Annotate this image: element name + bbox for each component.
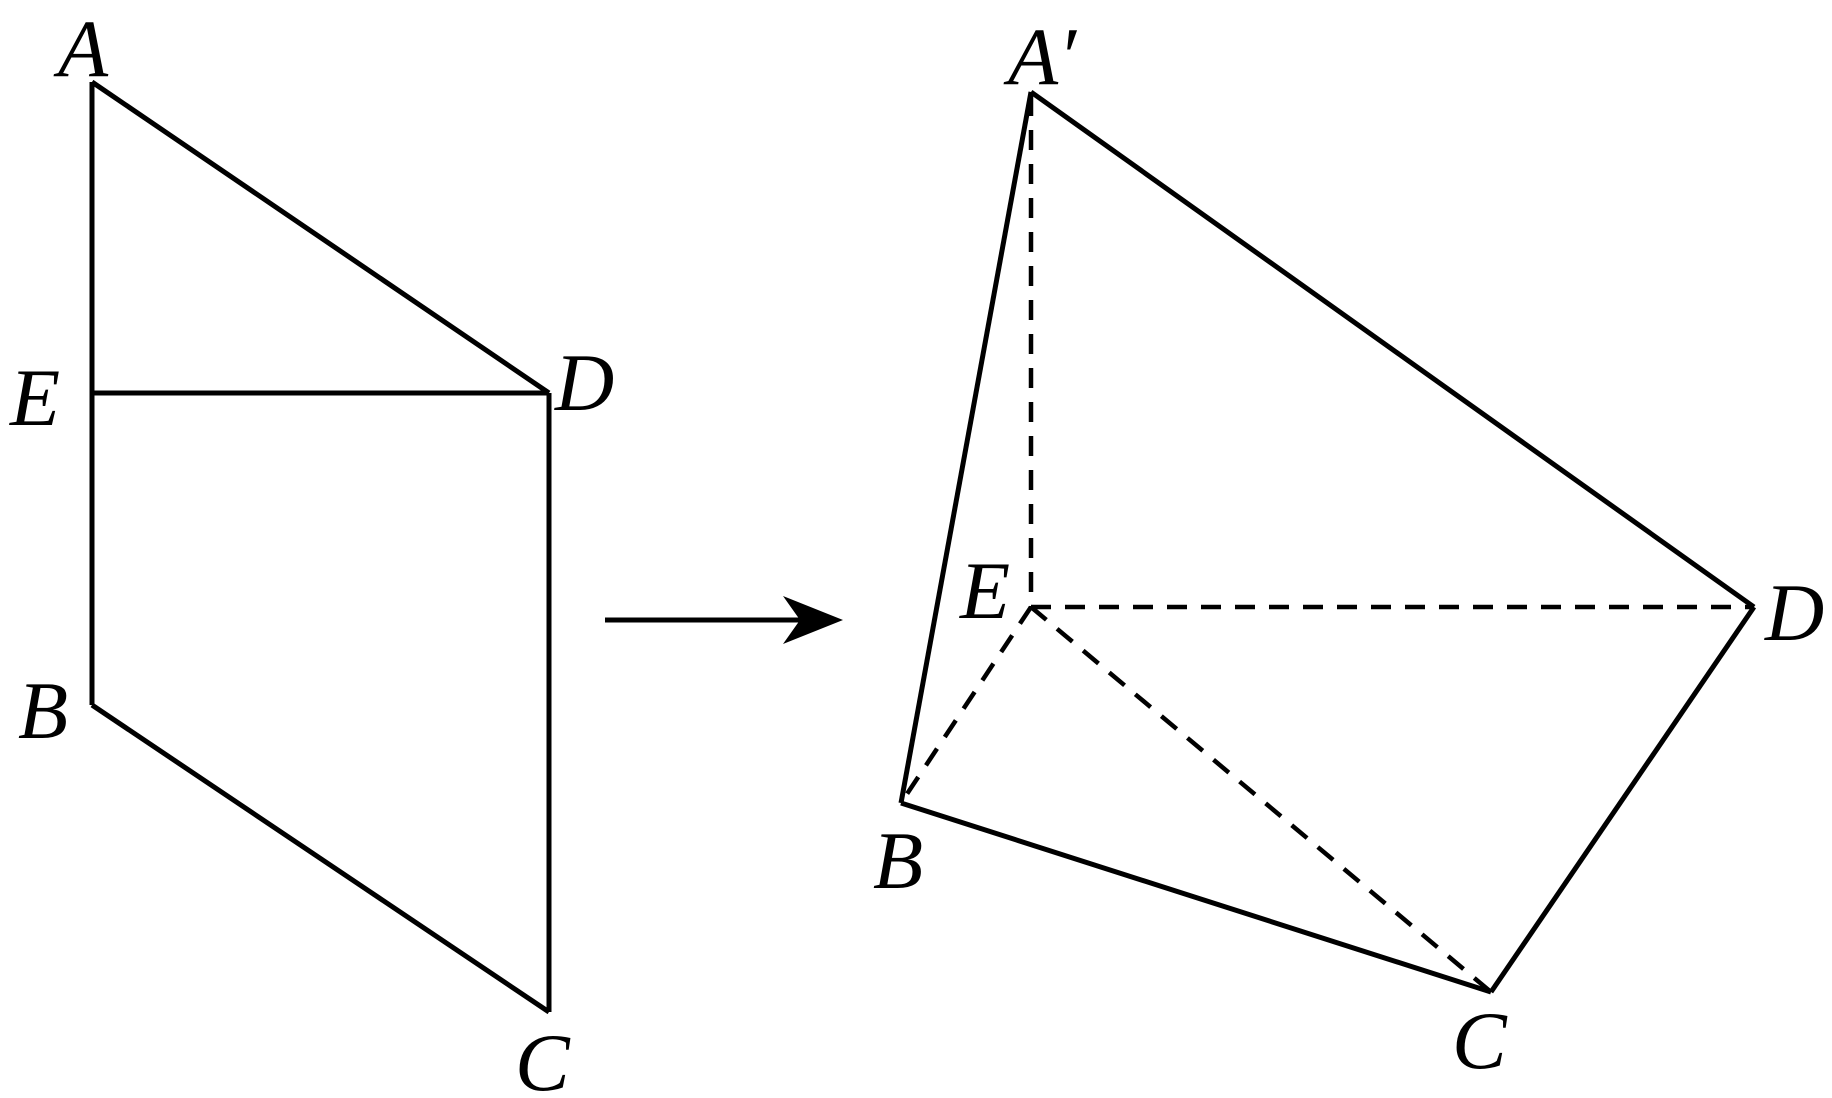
flat-vertex-label-e: E: [9, 352, 60, 443]
flat-vertex-label-d: D: [554, 337, 614, 428]
folded-vertex-label-c: C: [1452, 995, 1508, 1086]
folded-vertex-label-e: E: [959, 545, 1010, 636]
folded-edge-dc: [1488, 605, 1757, 994]
folded-vertex-label-a-prime: A′: [1003, 11, 1077, 102]
flat-vertex-label-a: A: [53, 3, 109, 94]
folded-hidden-edge-ec: [1029, 605, 1493, 994]
folded-figure: A′ E D B C: [873, 11, 1824, 1086]
folded-vertex-label-b: B: [873, 815, 923, 906]
fold-arrow: [605, 596, 843, 644]
flat-figure: A E D B C: [9, 3, 614, 1098]
folded-vertex-label-d: D: [1764, 567, 1824, 658]
folded-edge-ab: [898, 91, 1034, 804]
folded-edge-ad: [1029, 89, 1756, 610]
arrow-head: [783, 596, 843, 644]
flat-vertex-label-c: C: [515, 1017, 571, 1098]
flat-edge-ad: [90, 79, 551, 396]
flat-vertex-label-b: B: [18, 665, 68, 756]
folded-edge-bc: [900, 800, 1492, 995]
folded-hidden-edge-eb: [899, 605, 1033, 805]
flat-edge-bc: [90, 702, 551, 1015]
